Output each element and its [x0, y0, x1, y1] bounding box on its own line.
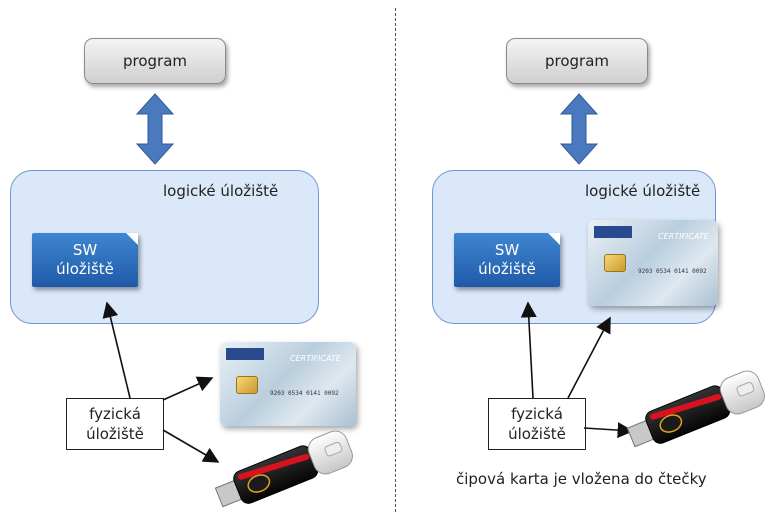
card-number: 9203 0534 0141 0092	[638, 268, 707, 275]
phys-line1: fyzická	[511, 405, 563, 423]
program-label: program	[544, 52, 610, 70]
smart-card-icon: CERTIFICATE 9203 0534 0141 0092	[588, 220, 718, 306]
phys-line1: fyzická	[89, 405, 141, 423]
usb-token-icon	[626, 370, 765, 448]
caption: čipová karta je vložena do čtečky	[456, 470, 707, 488]
sw-line2: úložiště	[478, 260, 536, 278]
sw-line2: úložiště	[56, 260, 114, 278]
panel-divider	[395, 8, 396, 512]
arrow-to-card	[162, 376, 214, 401]
sw-line1: SW	[72, 241, 98, 259]
double-arrow-icon	[135, 93, 175, 165]
arrow-to-sw	[102, 301, 131, 399]
arrow-to-sw	[520, 301, 537, 399]
usb-token-icon	[214, 430, 353, 508]
physical-storage-box: fyzická úložiště	[488, 398, 586, 450]
card-title: CERTIFICATE	[290, 354, 341, 363]
program-box: program	[506, 38, 648, 84]
arrow-to-usb	[162, 429, 220, 463]
phys-line2: úložiště	[86, 425, 144, 443]
card-title: CERTIFICATE	[658, 232, 709, 241]
program-box: program	[84, 38, 226, 84]
arrow-to-card	[567, 316, 611, 399]
program-label: program	[122, 52, 188, 70]
phys-line2: úložiště	[508, 425, 566, 443]
arrow-to-usb	[583, 422, 634, 439]
physical-storage-box: fyzická úložiště	[66, 398, 164, 450]
smart-card-icon: CERTIFICATE 9203 0534 0141 0092	[220, 342, 356, 426]
sw-line1: SW	[494, 241, 520, 259]
double-arrow-icon	[559, 93, 599, 165]
logical-storage-label: logické úložiště	[163, 182, 279, 200]
logical-storage-label: logické úložiště	[585, 182, 701, 200]
card-number: 9203 0534 0141 0092	[270, 390, 339, 397]
